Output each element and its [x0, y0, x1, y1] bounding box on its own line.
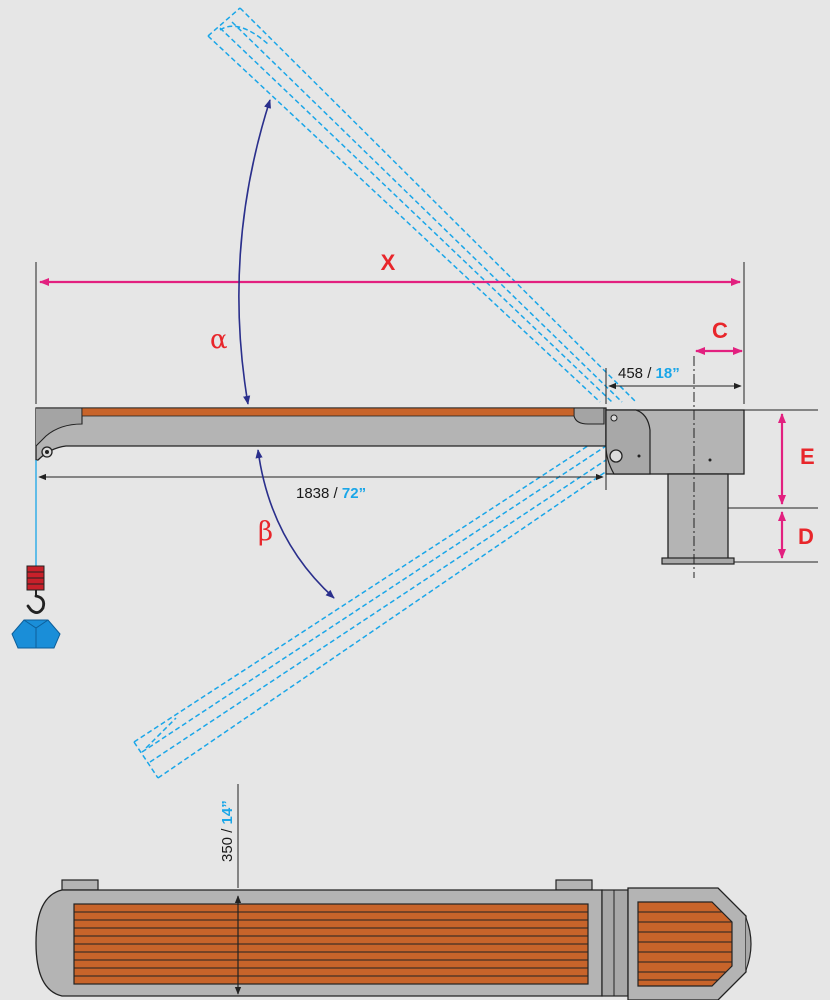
svg-text:1838 / 72”: 1838 / 72”: [296, 485, 366, 502]
svg-text:350 / 14”: 350 / 14”: [219, 800, 236, 862]
crane-boom: [35, 407, 607, 461]
offset-in: 18”: [656, 365, 680, 382]
reach-sep: /: [329, 485, 342, 502]
reach-in: 72”: [342, 485, 366, 502]
width-mm: 350: [219, 837, 236, 862]
top-view-head-wood: [637, 901, 733, 987]
reach-mm: 1838: [296, 485, 329, 502]
offset-sep: /: [643, 365, 656, 382]
crane-column: [605, 356, 745, 578]
label-e: E: [800, 444, 815, 469]
load-weight-icon: [11, 619, 61, 649]
label-d: D: [798, 524, 814, 549]
boom-wood-strip: [81, 407, 575, 417]
boom-raised-outline: [207, 7, 637, 403]
label-c: C: [712, 318, 728, 343]
crane-hook-icon: [26, 460, 46, 614]
label-x: X: [381, 250, 396, 275]
label-beta: β: [258, 517, 273, 547]
top-view: 350 / 14”: [35, 784, 752, 1000]
width-sep: /: [219, 824, 236, 837]
angle-alpha: α: [210, 99, 271, 405]
width-in: 14”: [219, 800, 236, 824]
offset-mm: 458: [618, 365, 643, 382]
dimension-e-d: E D: [728, 409, 818, 563]
svg-text:458 / 18”: 458 / 18”: [618, 365, 680, 382]
dimension-offset: 458 / 18”: [605, 365, 742, 404]
dimension-reach: 1838 / 72”: [38, 446, 607, 502]
angle-beta: β: [255, 449, 335, 599]
dimension-c: C: [695, 318, 743, 355]
dimension-x: X: [35, 250, 745, 404]
boom-lowered-outline: [133, 437, 621, 779]
label-alpha: α: [210, 325, 228, 355]
